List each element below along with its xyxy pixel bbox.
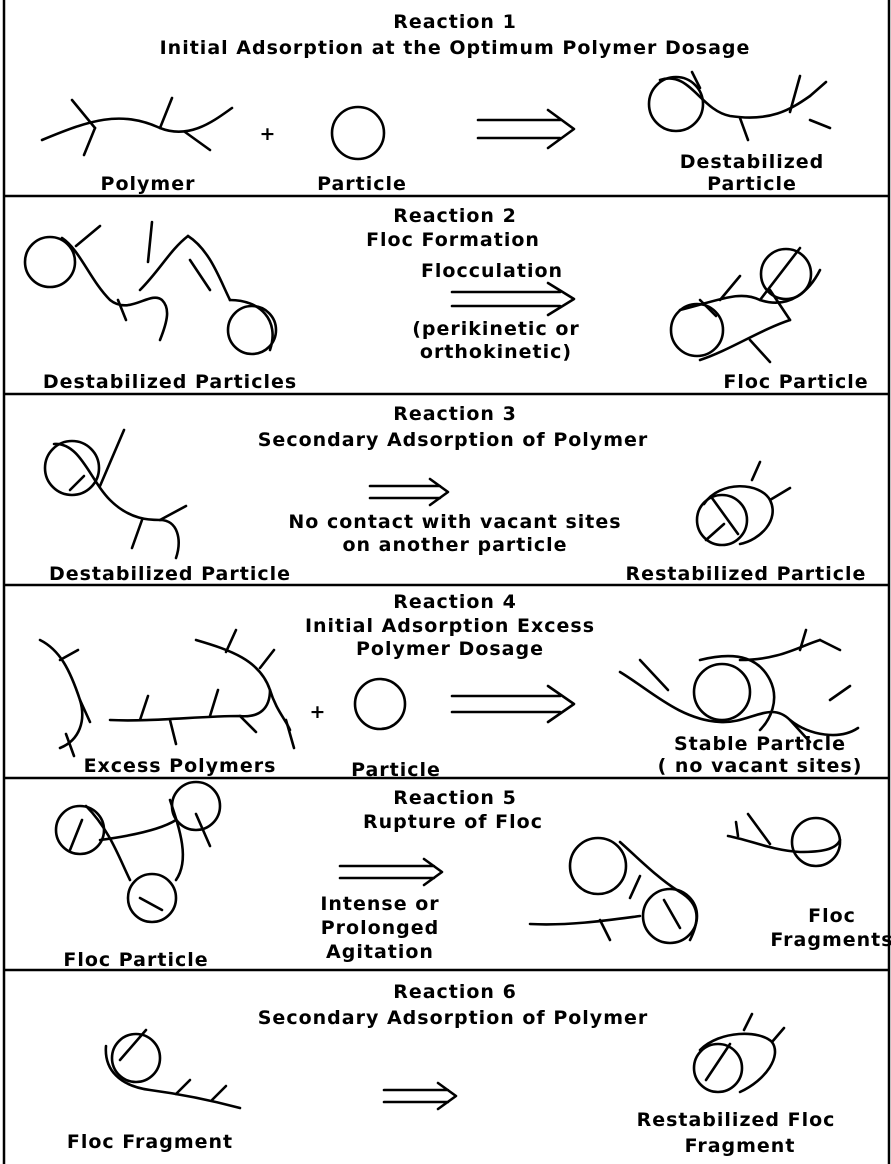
destabilized-particle-3-label: Destabilized Particle — [49, 563, 291, 585]
floc-particle-label: Floc Particle — [723, 371, 868, 393]
destabilized-particles-graphic — [25, 222, 276, 354]
reaction-6-subtitle: Secondary Adsorption of Polymer — [258, 1007, 649, 1029]
reaction-6-panel: Reaction 6 Secondary Adsorption of Polym… — [67, 981, 836, 1157]
floc-fragment-6-graphic — [106, 1030, 240, 1108]
no-contact-note-2: on another particle — [342, 534, 567, 556]
floc-fragments-label-1: Floc — [808, 905, 856, 927]
flocculation-arrow — [452, 283, 574, 315]
reaction-2-panel: Reaction 2 Floc Formation Destabilized P… — [25, 205, 869, 393]
particle-label: Particle — [317, 173, 407, 195]
reaction-4-subtitle-1: Initial Adsorption Excess — [305, 615, 595, 637]
stable-particle-label-2: ( no vacant sites) — [658, 755, 863, 777]
reaction-4-arrow — [452, 686, 574, 722]
agitation-label-2: Prolonged — [321, 917, 440, 939]
polymer-chain — [42, 98, 232, 155]
destabilized-particle-label-1: Destabilized — [680, 151, 825, 173]
restabilized-particle-graphic — [697, 462, 790, 545]
reaction-4-title: Reaction 4 — [393, 591, 517, 613]
reaction-6-title: Reaction 6 — [393, 981, 517, 1003]
reaction-4-panel: Reaction 4 Initial Adsorption Excess Pol… — [40, 591, 862, 781]
restabilized-floc-fragment-graphic — [694, 1014, 784, 1092]
reaction-5-subtitle: Rupture of Floc — [363, 811, 543, 833]
process-note-2: orthokinetic) — [420, 341, 572, 363]
reaction-4-subtitle-2: Polymer Dosage — [356, 638, 544, 660]
reaction-2-title: Reaction 2 — [393, 205, 517, 227]
flocculation-label: Flocculation — [421, 260, 563, 282]
floc-fragment-graphic-a — [530, 838, 697, 943]
reaction-3-title: Reaction 3 — [393, 403, 517, 425]
reaction-2-subtitle: Floc Formation — [366, 229, 540, 251]
destabilized-particle-3-graphic — [45, 430, 186, 558]
excess-polymers-label: Excess Polymers — [84, 755, 277, 777]
reaction-6-arrow — [384, 1083, 456, 1109]
destabilized-particle-label-2: Particle — [707, 173, 797, 195]
floc-particle-5-graphic — [56, 782, 220, 922]
excess-polymers-graphic — [40, 630, 294, 756]
destabilized-particles-label: Destabilized Particles — [43, 371, 297, 393]
process-note-1: (perikinetic or — [412, 318, 580, 340]
agitation-label-3: Agitation — [326, 941, 434, 963]
agitation-label-1: Intense or — [320, 893, 439, 915]
restabilized-floc-label-2: Fragment — [685, 1135, 796, 1157]
stable-particle-label-1: Stable Particle — [674, 733, 846, 755]
floc-fragments-label-2: Fragments — [770, 929, 891, 951]
floc-fragment-graphic-b — [728, 814, 840, 866]
reaction-3-subtitle: Secondary Adsorption of Polymer — [258, 429, 649, 451]
floc-particle-5-label: Floc Particle — [63, 949, 208, 971]
floc-particle-graphic — [671, 248, 820, 362]
polymer-label: Polymer — [101, 173, 196, 195]
restabilized-floc-label-1: Restabilized Floc — [637, 1109, 836, 1131]
floc-fragment-6-label: Floc Fragment — [67, 1131, 233, 1153]
reaction-1-title: Reaction 1 — [393, 11, 517, 33]
no-contact-note-1: No contact with vacant sites — [288, 511, 621, 533]
reaction-1-subtitle: Initial Adsorption at the Optimum Polyme… — [160, 37, 751, 59]
plus-sign: + — [260, 123, 277, 145]
restabilized-particle-label: Restabilized Particle — [626, 563, 867, 585]
destabilized-particle-graphic — [649, 72, 830, 140]
reaction-1-panel: Reaction 1 Initial Adsorption at the Opt… — [42, 11, 830, 195]
reaction-arrow — [478, 110, 574, 148]
reaction-5-arrow — [340, 859, 442, 885]
particle-4-label: Particle — [351, 759, 441, 781]
stable-particle-graphic — [620, 630, 858, 742]
reaction-5-title: Reaction 5 — [393, 787, 517, 809]
reaction-5-panel: Reaction 5 Rupture of Floc Floc Particle… — [56, 782, 891, 971]
reaction-3-arrow — [370, 479, 448, 505]
particle-circle — [332, 107, 384, 159]
plus-sign-4: + — [310, 701, 327, 723]
reaction-3-panel: Reaction 3 Secondary Adsorption of Polym… — [45, 403, 866, 585]
particle-4-circle — [355, 679, 405, 729]
